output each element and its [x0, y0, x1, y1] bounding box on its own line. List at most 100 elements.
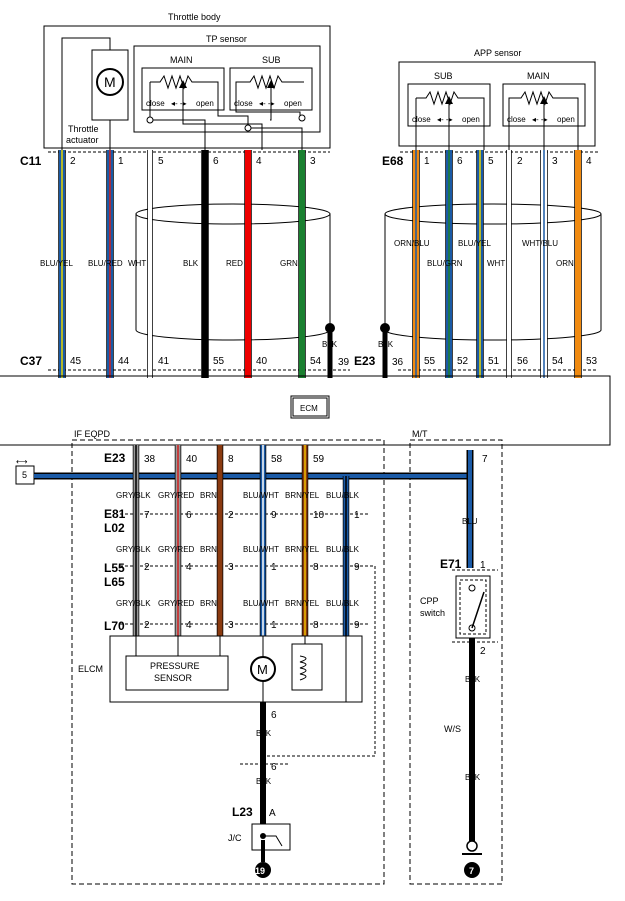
app-sensor-box: [398, 61, 596, 147]
app-main-open: open: [557, 115, 575, 124]
tp-main-open: open: [196, 99, 214, 108]
left-wire-label: BLK: [183, 259, 199, 268]
e68-pin: 1: [424, 156, 430, 167]
e23-top-pin: 54: [552, 356, 564, 367]
mid-wire-label-3: BLU/BLK: [326, 599, 360, 608]
e23-mid-pin: 59: [313, 454, 325, 465]
mid-wire-label-2: BLU/BLK: [326, 545, 360, 554]
mid-wire-label-1: BLU/BLK: [326, 491, 360, 500]
tp-sub-open: open: [284, 99, 302, 108]
l70-pin: 1: [271, 620, 277, 631]
left-wire-label: GRN: [280, 259, 298, 268]
c11-pin: 4: [256, 156, 262, 167]
e23-mid-pin: 8: [228, 454, 234, 465]
connector-l70: L70: [104, 619, 125, 633]
shield-left: [135, 203, 331, 341]
solenoid-coil-icon: [299, 655, 307, 681]
mid-wire-label-2: BRN: [200, 545, 217, 554]
ground-19-label: 19: [255, 866, 265, 876]
connector-l23: L23: [232, 805, 253, 819]
tp-sub-close: close: [234, 99, 253, 108]
app-sub-open: open: [462, 115, 480, 124]
l55-pin: 8: [313, 562, 319, 573]
app-sub-label: SUB: [434, 71, 453, 81]
tp-sub-label: SUB: [262, 55, 281, 65]
svg-text:◂- -▸: ◂- -▸: [171, 99, 187, 108]
mt-e23-pin: 7: [482, 454, 488, 465]
drain-right-icon: [380, 323, 390, 333]
mid-wire-label-1: BRN: [200, 491, 217, 500]
mt-label: M/T: [412, 429, 428, 439]
left-wire-label: BLU/YEL: [40, 259, 73, 268]
e81-pin: 9: [271, 510, 277, 521]
left-wire-label: RED: [226, 259, 243, 268]
mid-wire-label-2: GRY/RED: [158, 545, 195, 554]
c37-pin: 55: [213, 356, 225, 367]
c11-pin: 3: [310, 156, 316, 167]
l70-pin: 4: [186, 620, 192, 631]
svg-text:◂- -▸: ◂- -▸: [532, 115, 548, 124]
l70-pin: 8: [313, 620, 319, 631]
ws-label: W/S: [444, 724, 461, 734]
mid-wire-label-1: GRY/RED: [158, 491, 195, 500]
e81-pin: 6: [186, 510, 192, 521]
right-wire-label: WHT/BLU: [522, 239, 558, 248]
mid-wire-label-3: BRN/YEL: [285, 599, 320, 608]
e23-top-pin: 53: [586, 356, 598, 367]
right-wire-label: WHT: [487, 259, 505, 268]
mid-wire-label-3: BLU/WHT: [243, 599, 279, 608]
l55-pin: 9: [354, 562, 360, 573]
cpp-switch-line1: CPP: [420, 596, 439, 606]
e23-mid-pin: 58: [271, 454, 283, 465]
elcm-box: [109, 635, 363, 703]
e81-pin: 1: [354, 510, 360, 521]
tp-main-close: close: [146, 99, 165, 108]
app-sub-close: close: [412, 115, 431, 124]
throttle-body-title: Throttle body: [168, 12, 221, 22]
e68-pin: 6: [457, 156, 463, 167]
e68-pin: 2: [517, 156, 523, 167]
c37-pin: 44: [118, 356, 130, 367]
mid-wire-label-1: BRN/YEL: [285, 491, 320, 500]
tp-sub-wiper-icon: [267, 80, 275, 88]
drain-left-icon: [325, 323, 335, 333]
l55-pin: 1: [271, 562, 277, 573]
mid-wire-label-2: GRY/BLK: [116, 545, 151, 554]
c37-pin: 54: [310, 356, 322, 367]
tp-main-resistor-icon: [150, 74, 214, 90]
e23-mid-pin: 38: [144, 454, 156, 465]
pressure-sensor-line2: SENSOR: [154, 673, 193, 683]
left-wire-label: BLU/RED: [88, 259, 123, 268]
l70-pin: 9: [354, 620, 360, 631]
right-wire-label: BLU/YEL: [458, 239, 491, 248]
mt-wire-blk-2: BLK: [465, 773, 481, 782]
connector-l55: L55: [104, 561, 125, 575]
elcm-wire-blk-2: BLK: [256, 777, 272, 786]
c11-pin: 1: [118, 156, 124, 167]
drain-left-label: BLK: [322, 340, 338, 349]
pressure-sensor-box: [125, 655, 229, 691]
pressure-sensor-line1: PRESSURE: [150, 661, 200, 671]
mt-wire-blk-1: BLK: [465, 675, 481, 684]
connector-e23-top: E23: [354, 354, 376, 368]
connector-e81: E81: [104, 507, 126, 521]
solenoid-box: [291, 643, 323, 691]
ground-7-label: 7: [469, 866, 474, 876]
jc-box: [251, 823, 291, 851]
shield-right: [384, 203, 602, 341]
connector-c37: C37: [20, 354, 42, 368]
throttle-body-box: [43, 25, 331, 149]
e81-pin: 7: [144, 510, 150, 521]
c11-pin: 5: [158, 156, 164, 167]
throttle-actuator-label-2: actuator: [66, 135, 99, 145]
e71-pin-2: 2: [480, 646, 486, 657]
connector-e71: E71: [440, 557, 462, 571]
ground-7-icon: [464, 862, 480, 878]
l55-pin: 2: [144, 562, 150, 573]
tp-main-wiper-icon: [179, 80, 187, 88]
e68-pin: 3: [552, 156, 558, 167]
elcm-motor-label: M: [257, 662, 268, 677]
e23-top-pin: 56: [517, 356, 529, 367]
l23-pin-a: A: [269, 808, 276, 819]
